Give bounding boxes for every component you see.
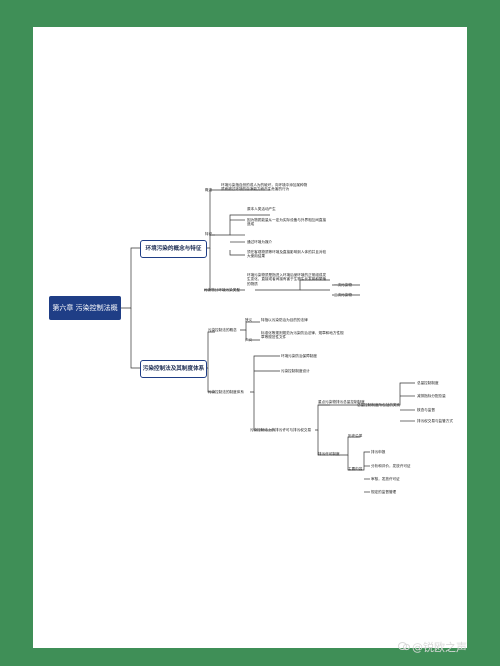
system-item: 环境污染防治保障制度: [281, 354, 317, 358]
watermark-text: @锐欧之声: [412, 641, 467, 654]
permit-item: 审核，发放许可证: [371, 477, 400, 481]
feature-item: 原本人类活动产生: [247, 207, 276, 211]
concept-broad-label: 广义: [245, 338, 253, 342]
branch-pollution-concept: 环境污染的概念与特征: [140, 240, 207, 258]
system-item: 污染控制法上的排污许可与排污权交易: [250, 428, 312, 432]
types-label: 污染物分环境污染类型: [204, 288, 240, 292]
permit-label: 排污许可制度: [318, 452, 340, 456]
permit-main-label: 主要内容: [348, 467, 363, 471]
features-label: 特征: [205, 232, 213, 236]
key-item: 排污权交易与监管方式: [417, 419, 453, 423]
permit-history: 历史沿革: [348, 434, 363, 438]
feature-item: 通过环境为媒介: [247, 240, 273, 244]
concept-text: 环境污染指自然的或人为的破坏，向环境中添加某种物质而超过环境的自净能力而产生危害…: [221, 183, 308, 192]
key-label: 重点污染物排污总量控制制度: [318, 400, 365, 404]
key-sub-label: 总量控制制度所包括的类别: [357, 403, 401, 407]
permit-item: 规定的监督管理: [371, 490, 397, 494]
type-item: 一次污染物: [334, 283, 352, 287]
branch-pollution-control-law: 污染控制法及其制度体系: [140, 360, 207, 378]
concept-narrow-label: 狭义: [245, 318, 253, 322]
concept-narrow-text: 特指以污染防治为目的的法律: [261, 318, 308, 322]
key-item: 核查与监督: [417, 408, 435, 412]
watermark-logo-icon: [398, 642, 410, 651]
permit-item: 分析和评价，发放许可证: [371, 464, 411, 468]
feature-item: 须在客观物质等环境及直接影响到人体的并且对较大使用结果: [247, 250, 327, 259]
type-item: 二次污染物: [334, 293, 352, 297]
permit-item: 排污申报: [371, 450, 386, 454]
types-text: 环境污染物质是指进入环境后使环境的正常组成发生变化，直接或者间接有害于生物生长发…: [247, 273, 327, 286]
key-item: 总量控制制度: [417, 381, 439, 385]
concept-label: 概念: [205, 188, 213, 192]
system-label: 污染控制法的制度体系: [208, 390, 244, 394]
root-node: 第六章 污染控制法概述: [49, 296, 121, 336]
mindmap-card: [33, 27, 467, 648]
system-item: 污染控制制度设计: [281, 369, 310, 373]
feature-item: 因为物质能量从一定为实际设备与外界相互间直接造成: [247, 218, 327, 227]
key-item: 减排指标分配总量: [417, 394, 446, 398]
control-law-concept-label: 污染控制法的概念: [208, 328, 237, 332]
concept-broad-text: 标准化等规则规范为污染防治法律，规章和地方性规章等规范性文件: [261, 331, 344, 340]
